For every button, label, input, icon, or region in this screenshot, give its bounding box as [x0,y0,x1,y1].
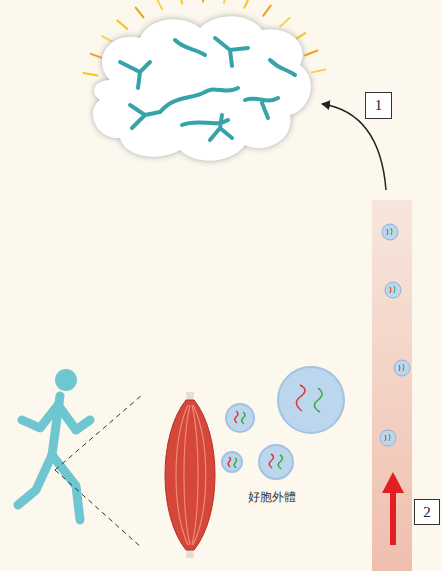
glow-ray [117,20,127,28]
running-figure [18,396,90,520]
glow-ray [244,0,249,8]
glow-ray [84,73,98,75]
callout-number: 1 [375,97,383,114]
glow-ray [263,6,270,16]
glow-ray [91,54,104,59]
zoom-lines [55,395,142,548]
glow-ray [179,0,182,4]
glow-ray [202,0,204,2]
muscle [165,392,215,558]
glow-ray [224,0,226,3]
figure-head [55,369,77,391]
flow-arrow [382,472,404,545]
blood-vessel [372,200,412,571]
vessel-vesicles [380,224,410,446]
glow-ray [102,36,114,43]
callout-box: 2 [414,499,440,525]
callout-number: 2 [423,504,431,521]
glow-ray [280,18,290,27]
part-label: 好胞外體 [248,489,296,506]
glow-ray [305,50,318,55]
callout-box: 1 [365,92,392,119]
exosomes [222,367,344,479]
glow-ray [312,70,326,73]
brain [93,16,311,160]
neurons [120,38,295,140]
glow-ray [136,8,144,18]
brain-shadow [93,16,311,160]
glow-ray [157,0,162,9]
